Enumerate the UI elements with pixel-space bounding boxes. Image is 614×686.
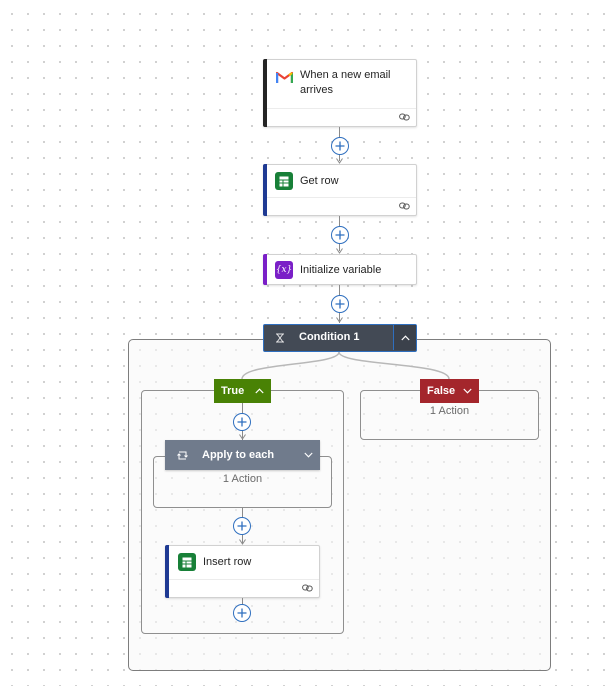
condition-title: Condition 1	[299, 331, 360, 343]
action-card-get-row[interactable]: Get row	[263, 164, 417, 216]
connector-line	[242, 598, 243, 606]
loop-icon	[177, 451, 188, 460]
plus-icon	[237, 521, 247, 531]
trigger-title-line2: arrives	[300, 84, 334, 96]
plus-icon	[237, 608, 247, 618]
condition-header[interactable]: Condition 1	[263, 324, 417, 352]
link-icon[interactable]	[399, 113, 410, 121]
add-step-button[interactable]	[331, 295, 349, 313]
get-row-title: Get row	[300, 175, 339, 187]
trigger-title-line1: When a new email	[300, 69, 391, 81]
chevron-down-icon[interactable]	[304, 452, 313, 458]
card-accent	[263, 59, 267, 127]
arrow-down-icon	[336, 248, 343, 254]
plus-icon	[335, 230, 345, 240]
chevron-down-icon	[463, 388, 472, 394]
true-branch-toggle[interactable]: True	[214, 379, 271, 403]
chevron-up-icon	[401, 335, 410, 341]
variable-icon: {x}	[275, 261, 293, 279]
insert-row-title: Insert row	[203, 556, 252, 568]
condition-collapse-button[interactable]	[393, 325, 416, 350]
card-footer	[169, 579, 319, 597]
add-step-button[interactable]	[233, 413, 251, 431]
true-branch-label: True	[221, 385, 245, 397]
chevron-up-icon	[255, 388, 264, 394]
google-sheets-icon	[275, 172, 293, 190]
add-step-button[interactable]	[331, 137, 349, 155]
plus-icon	[335, 299, 345, 309]
action-card-insert-row[interactable]: Insert row	[165, 545, 320, 598]
add-step-button[interactable]	[331, 226, 349, 244]
action-card-initialize-variable[interactable]: {x} Initialize variable	[263, 254, 417, 285]
card-footer	[267, 197, 416, 215]
card-accent	[263, 254, 267, 285]
card-footer	[267, 108, 416, 126]
link-icon[interactable]	[302, 584, 313, 592]
add-step-button[interactable]	[233, 604, 251, 622]
add-step-button[interactable]	[233, 517, 251, 535]
trigger-card-when-new-email[interactable]: When a new email arrives	[263, 59, 417, 127]
false-branch-label: False	[427, 385, 456, 397]
apply-to-each-action-count[interactable]: 1 Action	[222, 473, 263, 485]
gmail-icon	[275, 68, 293, 86]
condition-scope-container	[128, 339, 551, 671]
false-branch-toggle[interactable]: False	[420, 379, 479, 403]
condition-icon	[276, 333, 284, 343]
apply-to-each-title: Apply to each	[202, 449, 275, 461]
arrow-down-icon	[336, 317, 343, 323]
plus-icon	[237, 417, 247, 427]
link-icon[interactable]	[399, 202, 410, 210]
arrow-down-icon	[239, 434, 246, 440]
arrow-down-icon	[336, 158, 343, 164]
card-accent	[263, 164, 267, 216]
initialize-variable-title: Initialize variable	[300, 264, 382, 276]
plus-icon	[335, 141, 345, 151]
apply-to-each-header[interactable]: Apply to each	[165, 440, 320, 470]
google-sheets-icon	[178, 553, 196, 571]
false-branch-action-count[interactable]: 1 Action	[429, 405, 470, 417]
card-accent	[165, 545, 169, 598]
arrow-down-icon	[239, 539, 246, 545]
